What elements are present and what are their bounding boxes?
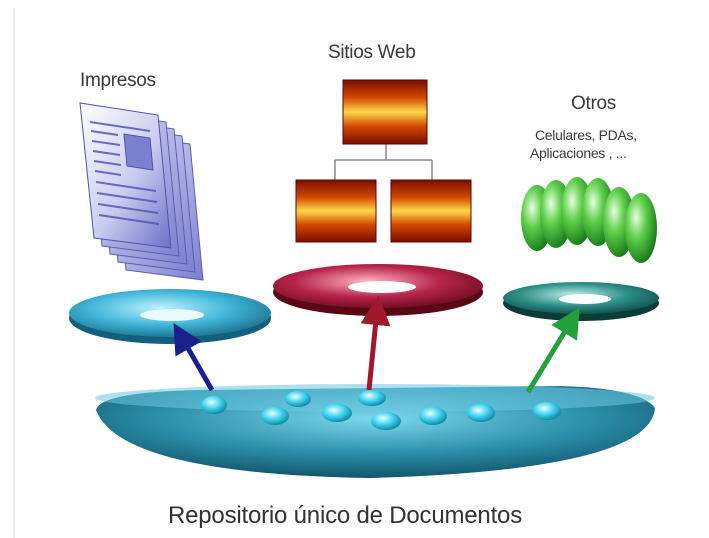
site-tree-icon (295, 79, 472, 243)
others-detail-line-1: Celulares, PDAs, (535, 127, 637, 143)
document-stack-icon (79, 102, 204, 281)
others-detail-line-2: Aplicaciones , ... (530, 145, 627, 161)
repository-items (201, 390, 561, 430)
web-arrow (360, 295, 391, 391)
web-ring (273, 264, 483, 316)
others-ring (503, 282, 659, 321)
others-arrow (525, 307, 580, 394)
others-label: Otros (571, 93, 616, 114)
repository-disc (95, 384, 655, 478)
print-label: Impresos (80, 70, 156, 91)
print-ring (69, 289, 271, 344)
print-arrow (173, 322, 215, 392)
device-capsules-icon (521, 177, 657, 263)
web-label: Sitios Web (328, 42, 416, 63)
repository-label: Repositorio único de Documentos (168, 502, 522, 529)
